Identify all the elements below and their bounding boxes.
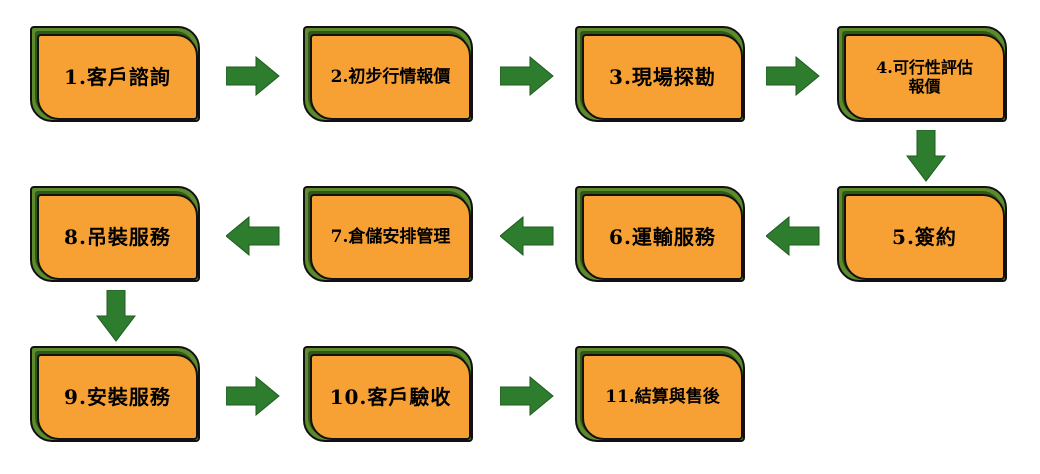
step-1-label: 1.客戶諮詢 [64, 65, 171, 89]
arrow-right-icon [226, 376, 280, 416]
step-8-label: 8.吊裝服務 [64, 225, 171, 249]
step-1-box: 1.客戶諮詢 [30, 26, 202, 124]
step-7-label: 7.倉儲安排管理 [330, 226, 451, 247]
step-6-label: 6.運輸服務 [609, 225, 716, 249]
step-11-box: 11.結算與售後 [575, 346, 747, 444]
step-2-label: 2.初步行情報價 [330, 66, 451, 87]
step-7-box: 7.倉儲安排管理 [303, 186, 475, 284]
step-3-box: 3.現場探勘 [575, 26, 747, 124]
step-4-box: 4.可行性評估 報價 [837, 26, 1009, 124]
step-9-label: 9.安裝服務 [64, 385, 171, 409]
arrow-down-icon [96, 290, 136, 342]
step-9-box: 9.安裝服務 [30, 346, 202, 444]
arrow-right-icon [500, 56, 554, 96]
arrow-right-icon [500, 376, 554, 416]
step-3-label: 3.現場探勘 [609, 65, 716, 89]
arrow-left-icon [226, 216, 280, 256]
step-10-box: 10.客戶驗收 [303, 346, 475, 444]
step-5-box: 5.簽約 [837, 186, 1009, 284]
step-2-box: 2.初步行情報價 [303, 26, 475, 124]
step-8-box: 8.吊裝服務 [30, 186, 202, 284]
arrow-left-icon [766, 216, 820, 256]
step-4-label: 4.可行性評估 報價 [876, 57, 973, 96]
arrow-down-icon [906, 130, 946, 182]
step-10-label: 10.客戶驗收 [329, 385, 452, 409]
arrow-left-icon [500, 216, 554, 256]
arrow-right-icon [226, 56, 280, 96]
step-6-box: 6.運輸服務 [575, 186, 747, 284]
step-5-label: 5.簽約 [892, 225, 957, 249]
step-11-label: 11.結算與售後 [605, 386, 720, 407]
arrow-right-icon [766, 56, 820, 96]
